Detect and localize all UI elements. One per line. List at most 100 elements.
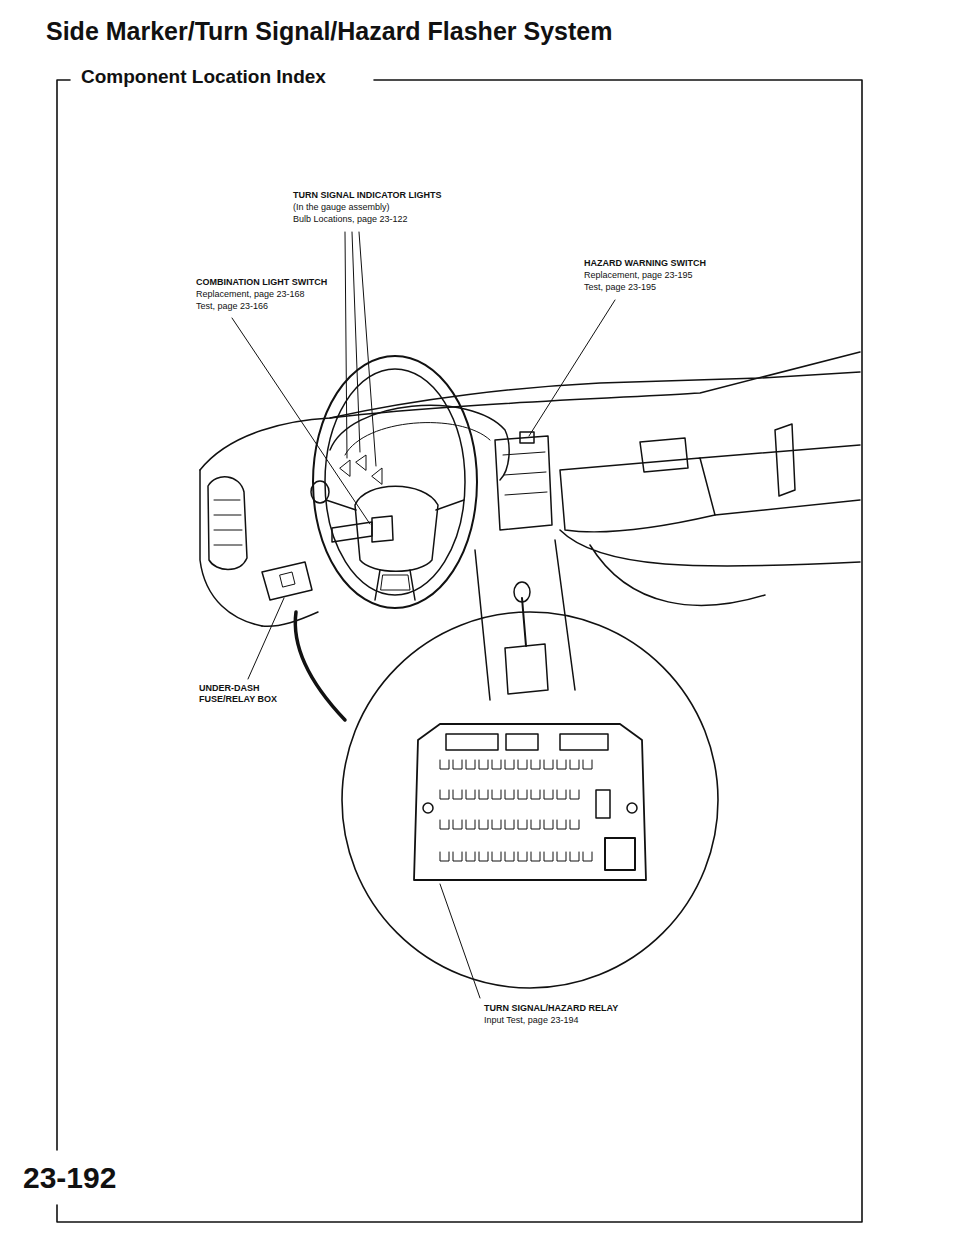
vent-louvers xyxy=(214,500,242,545)
fuse-slot xyxy=(518,790,527,799)
fuse-slot xyxy=(479,820,488,829)
part-name: HAZARD WARNING SWITCH xyxy=(583,258,707,269)
leader-line xyxy=(248,598,284,679)
fuse-slot xyxy=(544,760,553,769)
gauge-hood xyxy=(330,405,509,480)
wheel-rim xyxy=(313,356,477,608)
switch-body xyxy=(372,516,393,542)
fuse-slot xyxy=(531,790,540,799)
fuse-slot xyxy=(505,760,514,769)
fuse-slot xyxy=(583,760,592,769)
right-vent xyxy=(640,438,688,472)
relay-socket xyxy=(596,790,610,818)
mount-hole xyxy=(627,803,637,813)
dash-lower xyxy=(560,530,860,605)
mount-hole xyxy=(423,803,433,813)
fuse-slot xyxy=(492,790,501,799)
windshield-base xyxy=(330,352,860,418)
part-name: UNDER-DASH FUSE/RELAY BOX xyxy=(198,683,295,705)
fuse-slot xyxy=(453,790,462,799)
fuse-slot xyxy=(544,820,553,829)
section-heading: Component Location Index xyxy=(80,66,327,89)
fuse-slot xyxy=(557,790,566,799)
page-reference: Bulb Locations, page 23-122 xyxy=(292,214,409,225)
fuse-slot xyxy=(466,790,475,799)
fuse-slot xyxy=(531,820,540,829)
fuse-slot xyxy=(570,790,579,799)
shift-knob xyxy=(514,582,530,602)
leader-line xyxy=(345,232,376,466)
wheel-spokes xyxy=(326,500,464,600)
fuse-slot xyxy=(453,852,462,861)
fuse-slot xyxy=(505,790,514,799)
hazard-switch xyxy=(520,432,534,443)
fuse-slot xyxy=(466,760,475,769)
right-side-vent xyxy=(775,424,795,496)
page-number: 23-192 xyxy=(22,1160,117,1196)
fuse-slot xyxy=(453,820,462,829)
page-reference: Input Test, page 23-194 xyxy=(483,1015,579,1026)
stack-controls xyxy=(503,452,547,495)
fuse-slot xyxy=(570,820,579,829)
zoom-line xyxy=(295,612,345,720)
zoom-circle xyxy=(342,612,718,988)
fuse-slot xyxy=(440,820,449,829)
shift-lever xyxy=(522,598,526,646)
fuse-slot xyxy=(440,790,449,799)
center-stack xyxy=(495,436,552,530)
page-reference: Replacement, page 23-168 xyxy=(195,289,306,300)
part-note: (In the gauge assembly) xyxy=(292,202,391,213)
console xyxy=(475,540,575,700)
fuse-slot xyxy=(583,852,592,861)
glovebox xyxy=(560,458,715,532)
page-title: Side Marker/Turn Signal/Hazard Flasher S… xyxy=(45,16,613,46)
wheel-rim-inner xyxy=(325,369,465,595)
dash-left-end xyxy=(200,470,262,626)
leader-line xyxy=(232,318,370,524)
fuse-slot xyxy=(544,790,553,799)
fuse-slot xyxy=(518,820,527,829)
page-reference: Test, page 23-166 xyxy=(195,301,269,312)
page-reference: Test, page 23-195 xyxy=(583,282,657,293)
fuse-slot xyxy=(479,760,488,769)
fuse-slot xyxy=(557,820,566,829)
fuse-slot xyxy=(492,820,501,829)
relay-socket xyxy=(560,734,608,750)
relay-socket xyxy=(506,734,538,750)
fuse-slot xyxy=(557,852,566,861)
fuse-slot xyxy=(479,790,488,799)
part-name: TURN SIGNAL INDICATOR LIGHTS xyxy=(292,190,443,201)
fuse-slot xyxy=(453,760,462,769)
relay-socket xyxy=(446,734,498,750)
combination-stalk xyxy=(332,522,372,542)
wheel-hub xyxy=(355,486,438,571)
shift-gate xyxy=(505,644,548,694)
part-name: TURN SIGNAL/HAZARD RELAY xyxy=(483,1003,619,1014)
fuse-slot xyxy=(466,820,475,829)
knee-panel xyxy=(262,612,318,626)
dash-right xyxy=(700,445,860,515)
dash-top xyxy=(200,372,860,470)
fuse-box-lid xyxy=(262,562,312,600)
part-name: COMBINATION LIGHT SWITCH xyxy=(195,277,328,288)
fuse-slot xyxy=(492,760,501,769)
leader-line xyxy=(529,300,615,436)
lid-knob xyxy=(280,572,295,587)
fuse-slot xyxy=(570,852,579,861)
fuse-slot xyxy=(518,760,527,769)
horn-pad xyxy=(381,575,410,590)
fuse-box-outline xyxy=(414,724,646,880)
fuse-slot xyxy=(440,852,449,861)
fuse-slot xyxy=(505,852,514,861)
fuse-slot xyxy=(557,760,566,769)
fuse-slot xyxy=(440,760,449,769)
fuse-slot xyxy=(505,820,514,829)
fuse-slot xyxy=(492,852,501,861)
fuse-slot xyxy=(479,852,488,861)
fuse-slot xyxy=(544,852,553,861)
fuse-slot xyxy=(531,852,540,861)
fuse-slot xyxy=(466,852,475,861)
side-vent xyxy=(208,477,247,570)
